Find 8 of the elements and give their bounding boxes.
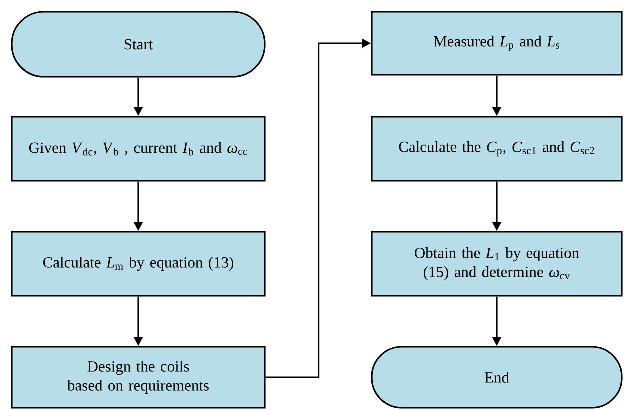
process-box: Calculate L$_{m}$ by equation (13)	[11, 231, 266, 297]
terminal-box: End	[371, 346, 623, 409]
process-box: Design the coils based on requirements	[11, 346, 266, 409]
process-box: Calculate the C$_{p}$, C$_{sc1}$ and C$_{sc2}$	[371, 116, 623, 182]
process-box: Measured L$_{p}$ and L$_{s}$	[371, 11, 623, 76]
terminal-box: Start	[11, 11, 266, 78]
process-box: Obtain the L$_{1}$ by equation (15) and determine ω$_{cv}$	[371, 231, 623, 297]
process-box: Given V$_{dc}$, V$_{b}$ , current I$_{b}$ and ω$_{cc}$	[11, 116, 266, 182]
